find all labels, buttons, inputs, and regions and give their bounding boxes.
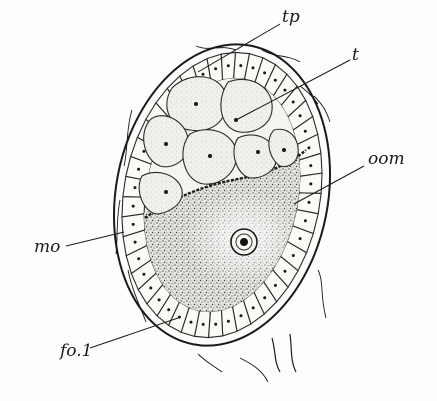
epithelial-cell-nucleus (142, 150, 145, 153)
epithelial-cell-nucleus (308, 201, 311, 204)
label-oom: oom (368, 149, 405, 169)
epithelial-cell-nucleus (227, 320, 230, 323)
epithelial-cell-nucleus (227, 64, 230, 67)
epithelial-cell-nucleus (309, 164, 312, 167)
epithelial-cell-nucleus (292, 101, 295, 104)
epithelial-cell-nucleus (309, 182, 312, 185)
epithelial-cell-nucleus (240, 314, 243, 317)
epithelial-cell-nucleus (274, 79, 277, 82)
epithelial-cell-nucleus (239, 64, 242, 67)
epithelial-cell-nucleus (274, 284, 277, 287)
epithelial-cell-nucleus (137, 257, 140, 260)
epithelial-cell-nucleus (190, 321, 193, 324)
epithelial-cell-nucleus (142, 273, 145, 276)
epithelial-cell-nucleus (202, 323, 205, 326)
epithelial-cell-nucleus (283, 89, 286, 92)
epithelial-cell-nucleus (252, 306, 255, 309)
epithelial-cell-nucleus (307, 146, 310, 149)
epithelial-cell-nucleus (284, 270, 287, 273)
epithelial-cell-nucleus (149, 287, 152, 290)
label-fo1: fo.1 (58, 341, 92, 361)
oocyte-nucleus (231, 229, 257, 255)
epithelial-cell-nucleus (214, 323, 217, 326)
epithelial-cell-nucleus (252, 66, 255, 69)
label-tp: tp (282, 7, 300, 27)
label-mo: mo (34, 237, 60, 257)
epithelial-cell-nucleus (202, 73, 205, 76)
epithelial-cell-nucleus (158, 298, 161, 301)
epithelial-cell-nucleus (134, 186, 137, 189)
epithelial-cell-nucleus (132, 223, 135, 226)
epithelial-cell-nucleus (178, 316, 181, 319)
epithelial-cell-nucleus (304, 219, 307, 222)
epithelial-cell-nucleus (137, 168, 140, 171)
epithelial-cell-nucleus (263, 296, 266, 299)
epithelial-cell-nucleus (132, 205, 135, 208)
follicle-stalk (272, 334, 296, 372)
epithelial-cell-nucleus (263, 71, 266, 74)
epithelial-cell-nucleus (292, 254, 295, 257)
epithelial-cell-nucleus (214, 67, 217, 70)
epithelial-cell-nucleus (299, 237, 302, 240)
epithelial-cell-nucleus (167, 308, 170, 311)
epithelial-cell-nucleus (304, 130, 307, 133)
epithelial-cell-nucleus (299, 114, 302, 117)
epithelial-cell-nucleus (134, 241, 137, 244)
label-t: t (352, 45, 359, 65)
